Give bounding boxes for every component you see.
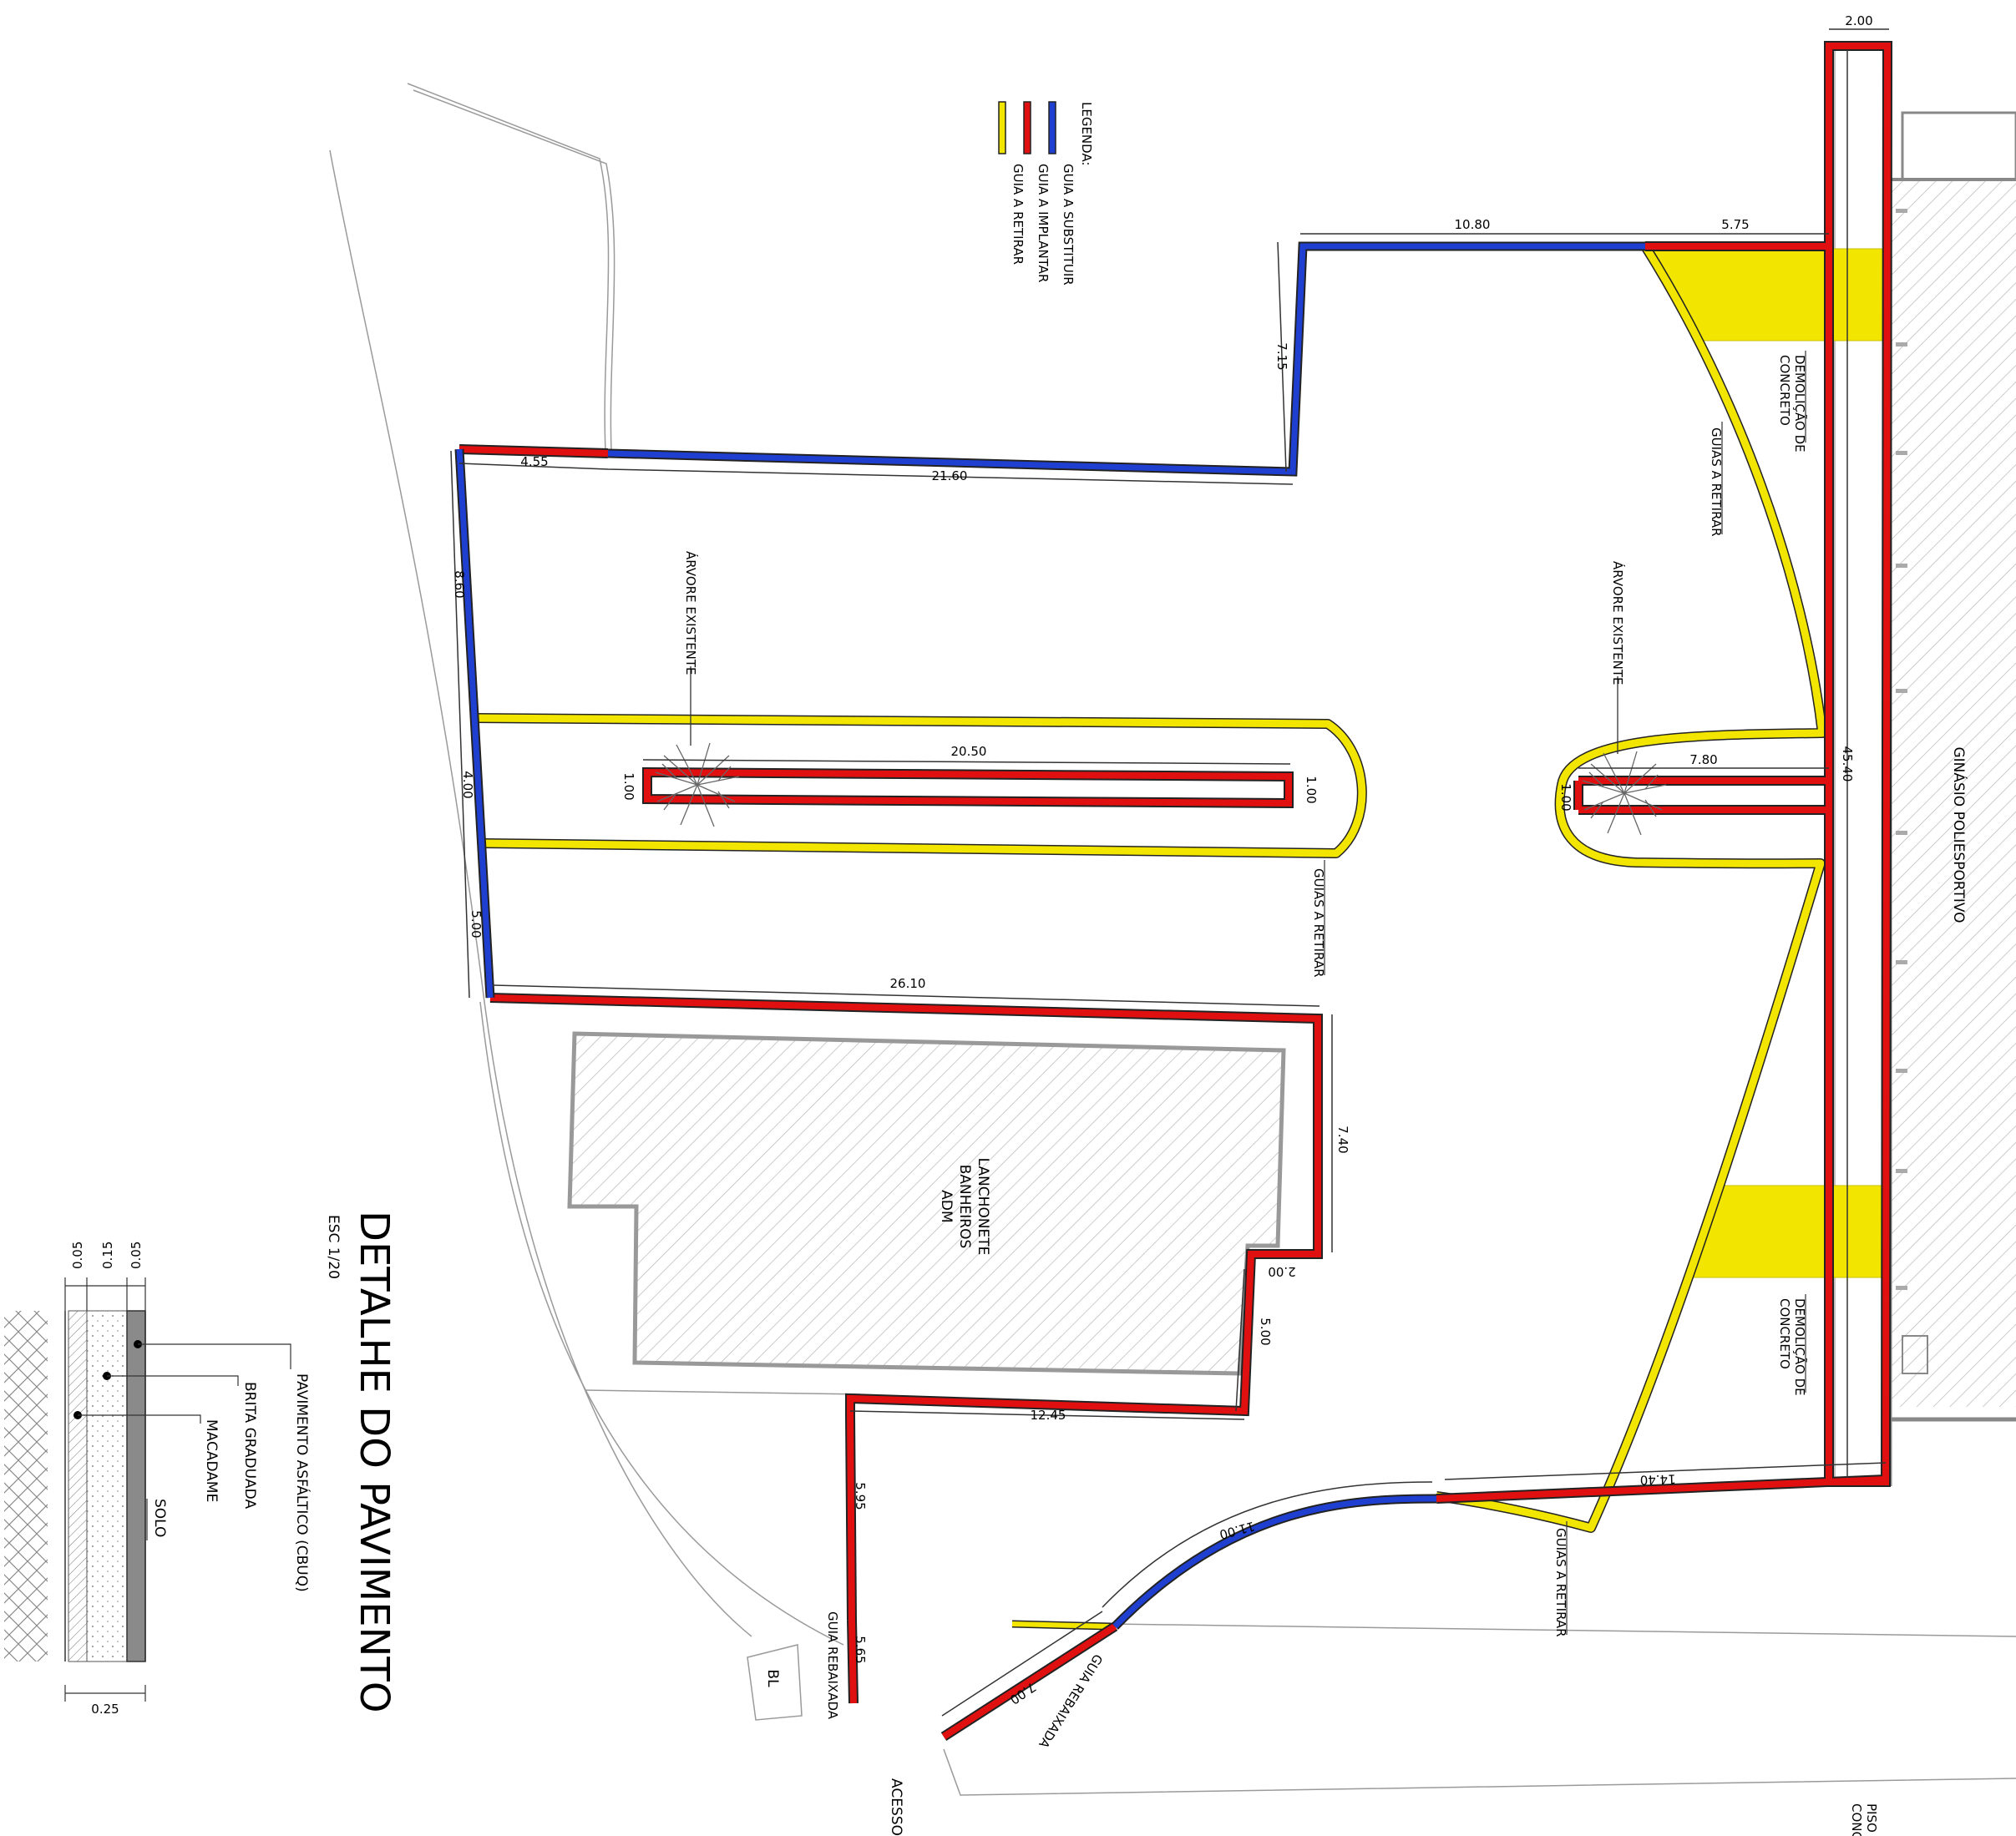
- tree-icon: [655, 742, 740, 827]
- dim-1-00-b: 1.00: [1304, 776, 1319, 803]
- guias-label-2: GUIAS A RETIRAR: [1311, 868, 1326, 978]
- layer-label-cbuq: PAVIMENTO ASFÁLTICO (CBUQ): [293, 1373, 312, 1592]
- pavement-detail: DETALHE DO PAVIMENTO ESC 1/20 0.25 0.05 …: [4, 1211, 398, 1717]
- tree-icon: [1582, 751, 1667, 836]
- demolition-label-2a: DEMOLIÇÃO DE: [1792, 1298, 1808, 1396]
- layer-macadame: [68, 1310, 88, 1662]
- layer-brita: [86, 1310, 128, 1662]
- dim-45-40: 45.40: [1840, 746, 1855, 782]
- dim-5-95: 5.95: [853, 1482, 868, 1510]
- dim-5-00-a: 5.00: [469, 910, 484, 938]
- dim-12-45: 12.45: [1031, 1408, 1066, 1423]
- building-label-adm: ADM: [938, 1190, 955, 1222]
- dim-2-00: 2.00: [1845, 13, 1872, 28]
- dim-14-40: 14.40: [1639, 1471, 1676, 1487]
- dim-1-00-a: 1.00: [621, 772, 636, 800]
- bl-label: BL: [764, 1669, 781, 1687]
- legend-swatch-implantar: [1023, 101, 1031, 154]
- acesso-label: ACESSO: [888, 1778, 904, 1836]
- dim-2-00-b: 2.00: [1268, 1264, 1295, 1279]
- legend: LEGENDA: GUIA A SUBSTITUIR GUIA A IMPLAN…: [998, 101, 1094, 286]
- dim-8-60: 8.60: [452, 570, 467, 598]
- dim-4-55: 4.55: [520, 454, 548, 469]
- legend-item-substituir: GUIA A SUBSTITUIR: [1061, 164, 1076, 286]
- guias-label-3: GUIAS A RETIRAR: [1553, 1528, 1568, 1637]
- building-label-lanchonete: LANCHONETE: [975, 1158, 991, 1256]
- legend-item-implantar: GUIA A IMPLANTAR: [1036, 164, 1051, 282]
- layer-cbuq: [126, 1310, 146, 1662]
- legend-title: LEGENDA:: [1079, 102, 1094, 166]
- building-label-banheiros: BANHEIROS: [956, 1165, 973, 1249]
- piso-label-1: PISO E: [1864, 1803, 1879, 1836]
- detail-dim-0-15: 0.15: [100, 1242, 115, 1269]
- demolition-label-1b: CONCRETO: [1777, 355, 1792, 426]
- dimension-labels: 2.00 10.80 5.75 7.15 4.55 21.60 8.60 4.0…: [452, 13, 1873, 1707]
- dim-10-80: 10.80: [1455, 217, 1491, 232]
- dimension-lines: [450, 28, 1889, 1717]
- detail-scale: ESC 1/20: [325, 1215, 342, 1279]
- dim-5-00-b: 5.00: [1258, 1318, 1273, 1345]
- demolition-area-top: [1644, 248, 1888, 341]
- dim-7-15: 7.15: [1274, 342, 1289, 370]
- layer-label-brita: BRITA GRADUADA: [241, 1382, 258, 1509]
- layer-solo: [4, 1311, 48, 1662]
- piso-label-2: CONC: [1849, 1803, 1864, 1836]
- dim-7-40: 7.40: [1335, 1125, 1350, 1153]
- gym-label: GINÁSIO POLIESPORTIVO: [1950, 746, 1968, 923]
- tree-label-2: ÁRVORE EXISTENTE: [1610, 561, 1626, 685]
- curbs-to-replace: [454, 241, 1645, 1630]
- dim-1-00-c: 1.00: [1558, 783, 1573, 811]
- curbs-to-remove: [474, 243, 1827, 1631]
- dim-7-80: 7.80: [1689, 752, 1717, 767]
- curbs-to-implant: [458, 41, 1893, 1742]
- legend-item-retirar: GUIA A RETIRAR: [1011, 164, 1026, 265]
- rebaixada-label-1: GUIA REBAIXADA: [825, 1611, 840, 1720]
- dim-5-65: 5.65: [853, 1636, 868, 1663]
- layer-label-solo: SOLO: [151, 1499, 168, 1537]
- dim-21-60: 21.60: [932, 468, 968, 483]
- dim-26-10: 26.10: [890, 976, 926, 991]
- building-lanchonete: LANCHONETE BANHEIROS ADM: [567, 1031, 1286, 1376]
- existing-trees: [655, 666, 1667, 836]
- dim-20-50: 20.50: [951, 744, 987, 759]
- detail-title: DETALHE DO PAVIMENTO: [351, 1211, 398, 1713]
- detail-dim-0-05-top: 0.05: [129, 1242, 144, 1269]
- dim-11-00: 11.00: [1218, 1519, 1256, 1543]
- legend-swatch-substituir: [1048, 101, 1056, 154]
- demolition-label-2b: CONCRETO: [1777, 1298, 1792, 1369]
- dim-5-75: 5.75: [1721, 217, 1749, 232]
- demolition-area-bottom: [1692, 1185, 1888, 1278]
- detail-dim-0-05-bottom: 0.05: [70, 1242, 85, 1269]
- demolition-label-1a: DEMOLIÇÃO DE: [1792, 355, 1808, 453]
- detail-dim-0-25: 0.25: [91, 1702, 119, 1717]
- tree-label-1: ÁRVORE EXISTENTE: [683, 551, 699, 675]
- legend-swatch-retirar: [998, 101, 1006, 154]
- gym-building: GINÁSIO POLIESPORTIVO: [1886, 50, 2016, 1486]
- dim-4-00: 4.00: [460, 771, 475, 798]
- guias-label-1: GUIAS A RETIRAR: [1709, 427, 1724, 537]
- layer-label-macadame: MACADAME: [203, 1419, 220, 1502]
